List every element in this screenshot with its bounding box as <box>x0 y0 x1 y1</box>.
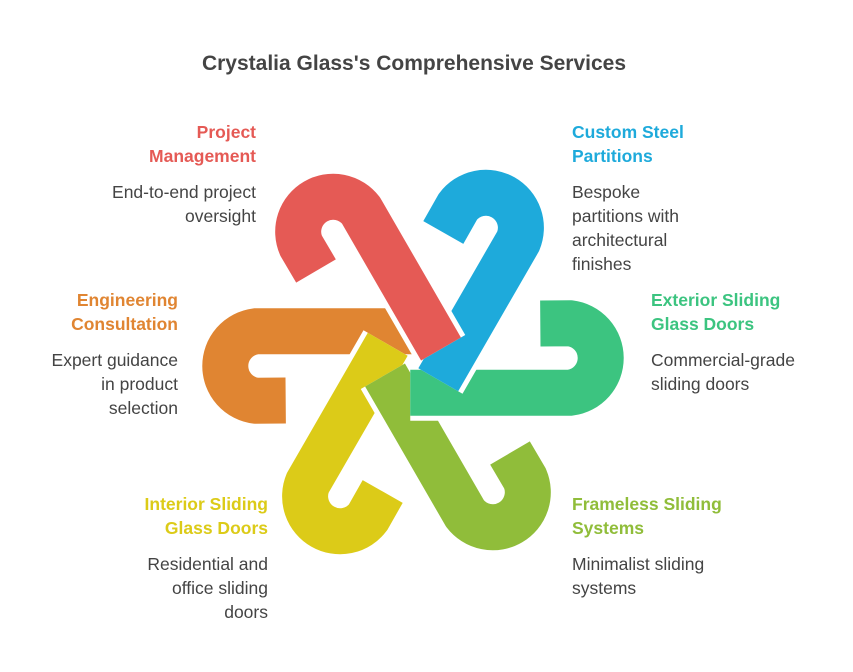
service-title-line: Partitions <box>572 146 653 166</box>
service-description-line: Minimalist sliding <box>572 554 705 574</box>
service-title-line: Engineering <box>76 290 178 310</box>
service-description-line: systems <box>572 578 637 598</box>
service-description-line: End-to-end project <box>112 182 256 202</box>
link-band <box>275 173 461 361</box>
service-description-line: selection <box>108 398 178 418</box>
diagram-title: Crystalia Glass's Comprehensive Services <box>201 52 627 75</box>
service-description: Residential and office sliding doors <box>28 552 268 624</box>
service-description-line: Residential and <box>147 554 268 574</box>
service-description-line: Expert guidance <box>51 350 178 370</box>
service-description: Minimalist sliding systems <box>572 552 812 600</box>
service-description-line: oversight <box>184 206 256 226</box>
service-description-line: doors <box>224 602 268 622</box>
link-shape-1 <box>414 164 549 394</box>
link-shape-2 <box>410 295 629 421</box>
link-band <box>410 300 624 416</box>
service-title-line: Custom Steel <box>572 122 684 142</box>
link-shape-4 <box>277 330 412 560</box>
service-description-line: in product <box>101 374 178 394</box>
service-title-line: Management <box>149 146 256 166</box>
service-title-line: Consultation <box>71 314 178 334</box>
link-shape-3 <box>360 360 556 556</box>
link-shape-5 <box>197 303 416 429</box>
link-band <box>365 363 551 551</box>
service-description-line: sliding doors <box>651 374 750 394</box>
service-description: Bespoke partitions with architectural finis… <box>572 180 812 276</box>
service-description: End-to-end project oversight <box>16 180 256 228</box>
service-title-line: Systems <box>572 518 644 538</box>
service-title-line: Glass Doors <box>164 518 268 538</box>
service-description: Expert guidance in product selection <box>0 348 178 420</box>
service-description-line: Bespoke <box>572 182 641 202</box>
service-title-line: Exterior Sliding <box>651 290 781 310</box>
link-band <box>282 332 408 555</box>
service-title-line: Project <box>196 122 256 142</box>
service-description: Commercial-grade sliding doors <box>651 348 853 396</box>
service-description-line: office sliding <box>172 578 268 598</box>
service-title-line: Glass Doors <box>651 314 755 334</box>
service-description-line: partitions with <box>572 206 679 226</box>
link-band <box>418 169 544 392</box>
service-description-line: finishes <box>572 254 632 274</box>
service-title-line: Frameless Sliding <box>572 494 722 514</box>
service-title-line: Interior Sliding <box>144 494 268 514</box>
link-band <box>202 308 416 424</box>
link-shape-0 <box>270 168 466 364</box>
service-description-line: Commercial-grade <box>651 350 795 370</box>
service-description-line: architectural <box>572 230 668 250</box>
